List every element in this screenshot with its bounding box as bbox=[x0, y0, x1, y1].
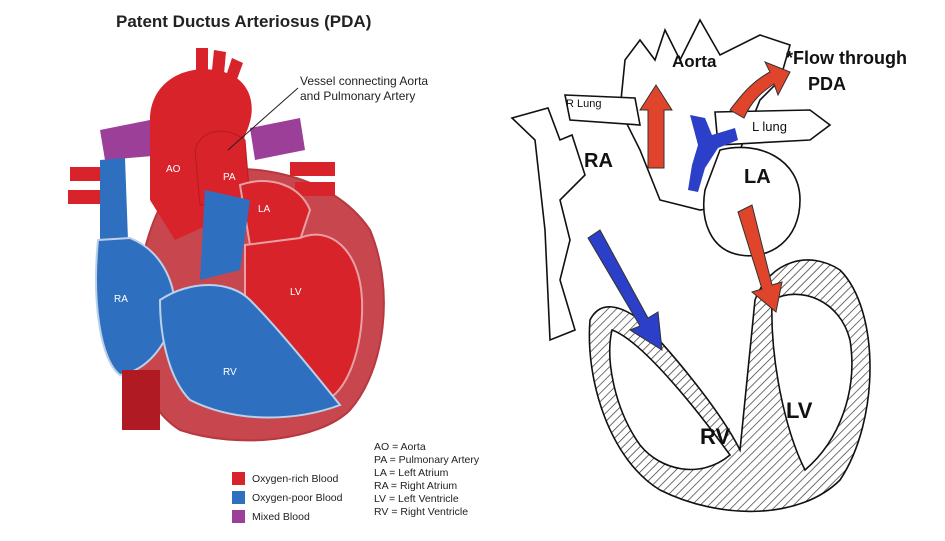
legend-item: Oxygen-rich Blood bbox=[232, 469, 342, 488]
schematic-heart bbox=[510, 18, 871, 513]
label-aorta: Aorta bbox=[672, 52, 717, 71]
abbr-item: PA = Pulmonary Artery bbox=[374, 454, 480, 466]
label-rv: RV bbox=[223, 367, 237, 378]
schematic-ra-outline bbox=[510, 107, 586, 342]
label-la-right: LA bbox=[744, 166, 771, 188]
callout-line-1: Vessel connecting Aorta bbox=[300, 74, 429, 88]
label-l-lung: L lung bbox=[752, 119, 787, 134]
abbr-item: LV = Left Ventricle bbox=[374, 493, 459, 505]
aorta-branch-2 bbox=[212, 50, 226, 74]
abbreviation-list: AO = Aorta PA = Pulmonary Artery LA = Le… bbox=[374, 441, 479, 519]
abbr-item: AO = Aorta bbox=[374, 441, 426, 453]
legend-label: Mixed Blood bbox=[252, 510, 310, 523]
label-lv-right: LV bbox=[786, 398, 813, 423]
callout-line-2: and Pulmonary Artery bbox=[300, 89, 416, 103]
aorta-branch-3 bbox=[226, 58, 243, 82]
page-title: Patent Ductus Arteriosus (PDA) bbox=[116, 12, 372, 31]
schematic-la-outline bbox=[703, 146, 801, 257]
schematic-lv-cavity bbox=[771, 293, 853, 472]
colored-heart bbox=[68, 48, 385, 442]
red-arrow-pda bbox=[729, 61, 791, 119]
legend-swatch bbox=[232, 491, 245, 504]
label-rv-right: RV bbox=[700, 424, 731, 449]
superior-vena-cava bbox=[100, 158, 128, 245]
abbr-item: LA = Left Atrium bbox=[374, 467, 449, 479]
abbr-item: RA = Right Atrium bbox=[374, 480, 458, 492]
callout-line bbox=[227, 87, 299, 151]
label-r-lung: R Lung bbox=[566, 98, 602, 110]
abbr-item: RV = Right Ventricle bbox=[374, 506, 469, 518]
legend-swatch bbox=[232, 472, 245, 485]
label-lv: LV bbox=[290, 287, 302, 298]
schematic-rv-cavity bbox=[609, 328, 732, 471]
right-atrium bbox=[95, 236, 177, 377]
aorta-branch-1 bbox=[196, 48, 208, 72]
legend-label: Oxygen-poor Blood bbox=[252, 491, 343, 504]
pulmonary-artery bbox=[194, 130, 251, 206]
label-ra-right: RA bbox=[584, 150, 613, 172]
legend-item: Oxygen-poor Blood bbox=[232, 488, 342, 507]
right-ventricle bbox=[158, 284, 342, 419]
pulmonary-vessel-right bbox=[250, 118, 305, 160]
legend-swatch bbox=[232, 510, 245, 523]
legend: Oxygen-rich Blood Oxygen-poor Blood Mixe… bbox=[232, 469, 342, 526]
legend-item: Mixed Blood bbox=[232, 507, 342, 526]
pulmonary-vessel-left bbox=[100, 118, 165, 160]
schematic-r-lung-vessel bbox=[564, 94, 641, 126]
blue-vessel-pda bbox=[688, 115, 738, 192]
label-la: LA bbox=[258, 204, 271, 215]
label-ra: RA bbox=[114, 294, 128, 305]
pda-callout-text: Vessel connecting Aorta and Pulmonary Ar… bbox=[300, 74, 460, 104]
inferior-vena-cava bbox=[122, 370, 160, 430]
pulmonary-trunk-blue bbox=[200, 190, 250, 280]
label-pa: PA bbox=[223, 172, 236, 183]
vessel-stub-3 bbox=[290, 162, 335, 176]
label-ao: AO bbox=[166, 164, 181, 175]
label-flow-1: *Flow through bbox=[786, 48, 907, 68]
red-arrow-up bbox=[639, 84, 673, 169]
label-flow-2: PDA bbox=[808, 74, 847, 94]
red-arrow-down bbox=[737, 204, 783, 313]
blue-arrow-down bbox=[587, 229, 663, 351]
left-atrium bbox=[238, 180, 312, 247]
legend-label: Oxygen-rich Blood bbox=[252, 472, 339, 485]
vessel-stub-4 bbox=[295, 182, 335, 196]
flow-arrows bbox=[587, 61, 791, 351]
